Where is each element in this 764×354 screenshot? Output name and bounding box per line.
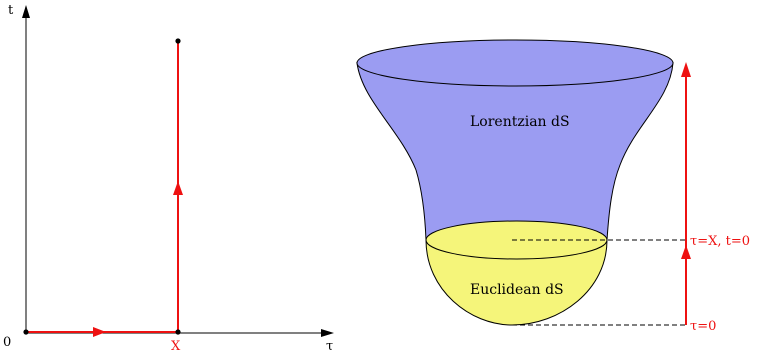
tau-axis-arrowhead [321,329,334,337]
left-plot: t τ 0 X [3,3,334,354]
x-point-label: X [171,339,181,354]
origin-point [23,329,29,335]
time-arrow-head-mid [681,245,691,259]
t-axis-label: t [8,3,14,18]
euclidean-label: Euclidean dS [470,282,564,298]
right-diagram: Lorentzian dS Euclidean dS τ=X, t=0 τ=0 [356,39,750,334]
x-point [175,329,181,335]
contour-vertical-arrow [173,181,183,195]
contour-horizontal-arrow [93,327,106,337]
origin-label: 0 [3,335,11,350]
lorentzian-label: Lorentzian dS [470,114,570,130]
time-arrow-head-top [681,62,691,77]
lorentzian-top-rim [356,39,674,87]
junction-label: τ=X, t=0 [690,234,750,249]
end-point [175,38,181,44]
bottom-label: τ=0 [690,319,716,334]
t-axis-arrowhead [22,5,30,18]
tau-axis-label: τ [326,339,333,354]
